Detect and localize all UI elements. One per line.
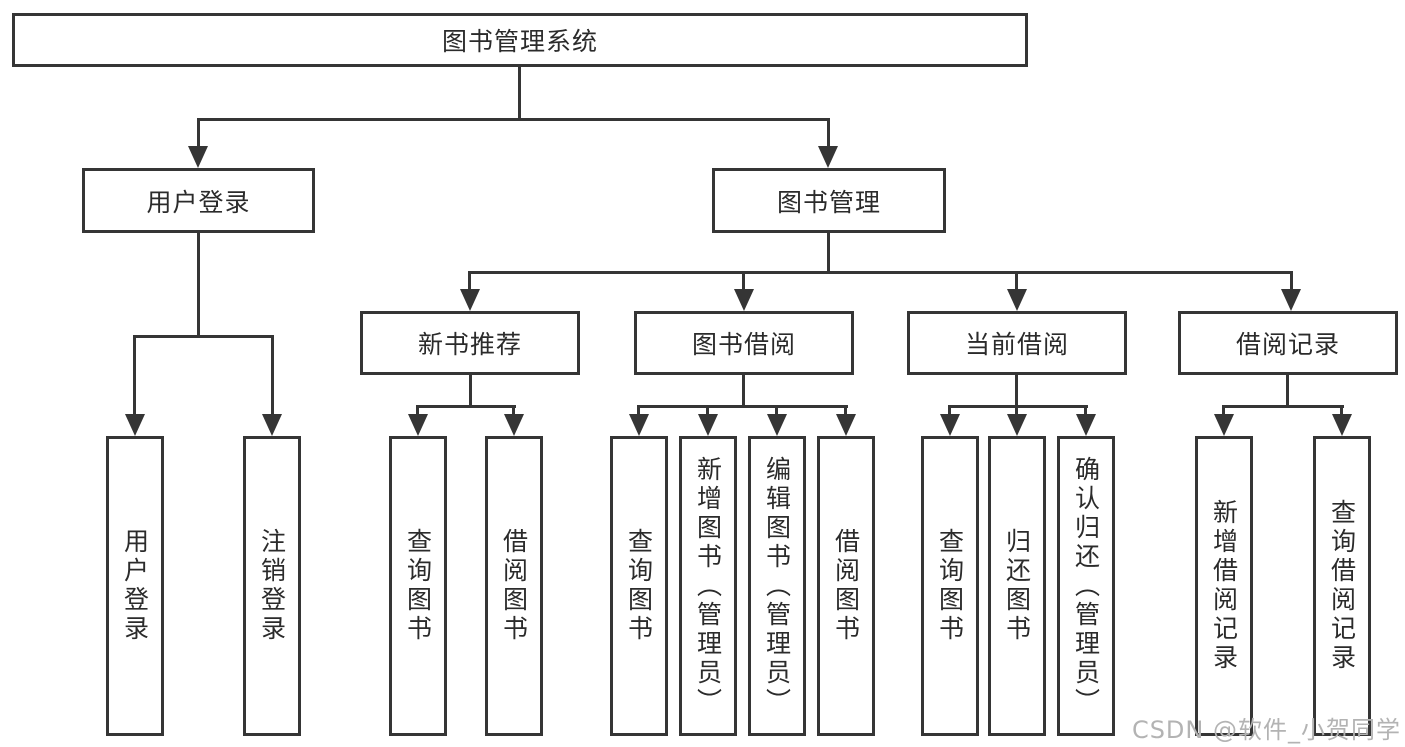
connector-line (1290, 271, 1293, 291)
arrowhead-down-icon (836, 414, 856, 436)
connector-line (468, 271, 1293, 274)
arrowhead-down-icon (125, 414, 145, 436)
arrowhead-down-icon (460, 289, 480, 311)
arrowhead-down-icon (188, 146, 208, 168)
connector-line (1222, 405, 1344, 408)
connector-line (512, 405, 515, 416)
arrowhead-down-icon (1007, 289, 1027, 311)
node-book-management: 图书管理 (712, 168, 946, 233)
arrowhead-down-icon (940, 414, 960, 436)
connector-line (637, 405, 848, 408)
connector-line (1340, 405, 1343, 416)
connector-line (416, 405, 419, 416)
connector-line (1084, 405, 1087, 416)
leaf-return-books: 归还图书 (988, 436, 1046, 736)
leaf-query-books-borrow: 查询图书 (610, 436, 668, 736)
connector-line (1015, 405, 1018, 416)
arrowhead-down-icon (504, 414, 524, 436)
connector-line (706, 405, 709, 416)
connector-line (134, 335, 274, 338)
connector-line (1015, 375, 1018, 407)
arrowhead-down-icon (818, 146, 838, 168)
connector-line (775, 405, 778, 416)
leaf-query-books-recommend: 查询图书 (389, 436, 447, 736)
leaf-borrow-books: 借阅图书 (817, 436, 875, 736)
leaf-user-login: 用户登录 (106, 436, 164, 736)
connector-line (468, 271, 471, 291)
connector-line (948, 405, 1088, 408)
connector-line (469, 375, 472, 407)
connector-line (133, 335, 136, 415)
arrowhead-down-icon (1281, 289, 1301, 311)
arrowhead-down-icon (1007, 414, 1027, 436)
node-borrowing-records: 借阅记录 (1178, 311, 1398, 375)
node-book-borrowing: 图书借阅 (634, 311, 854, 375)
csdn-watermark: CSDN @软件_小贺同学 (1131, 716, 1401, 744)
leaf-query-books-current: 查询图书 (921, 436, 979, 736)
connector-line (416, 405, 516, 408)
connector-line (197, 233, 200, 337)
leaf-add-books-admin: 新增图书（管理员） (679, 436, 737, 736)
leaf-add-borrowing-record: 新增借阅记录 (1195, 436, 1253, 736)
leaf-edit-books-admin: 编辑图书（管理员） (748, 436, 806, 736)
connector-line (742, 271, 745, 291)
arrowhead-down-icon (408, 414, 428, 436)
connector-line (827, 233, 830, 273)
connector-line (271, 335, 274, 415)
connector-line (518, 65, 521, 120)
arrowhead-down-icon (1214, 414, 1234, 436)
connector-line (197, 118, 830, 121)
leaf-borrow-books-recommend: 借阅图书 (485, 436, 543, 736)
arrowhead-down-icon (1076, 414, 1096, 436)
leaf-query-borrowing-record: 查询借阅记录 (1313, 436, 1371, 736)
connector-line (1286, 375, 1289, 407)
arrowhead-down-icon (698, 414, 718, 436)
connector-line (827, 118, 830, 150)
leaf-confirm-return-admin: 确认归还（管理员） (1057, 436, 1115, 736)
arrowhead-down-icon (734, 289, 754, 311)
arrowhead-down-icon (767, 414, 787, 436)
connector-line (197, 118, 200, 150)
connector-line (1015, 271, 1018, 291)
connector-line (948, 405, 951, 416)
node-current-borrowing: 当前借阅 (907, 311, 1127, 375)
leaf-logout: 注销登录 (243, 436, 301, 736)
arrowhead-down-icon (1332, 414, 1352, 436)
connector-line (1222, 405, 1225, 416)
node-library-management-system: 图书管理系统 (12, 13, 1028, 67)
connector-line (844, 405, 847, 416)
arrowhead-down-icon (262, 414, 282, 436)
connector-line (637, 405, 640, 416)
node-user-login: 用户登录 (82, 168, 315, 233)
connector-line (742, 375, 745, 407)
arrowhead-down-icon (629, 414, 649, 436)
node-new-book-recommendation: 新书推荐 (360, 311, 580, 375)
